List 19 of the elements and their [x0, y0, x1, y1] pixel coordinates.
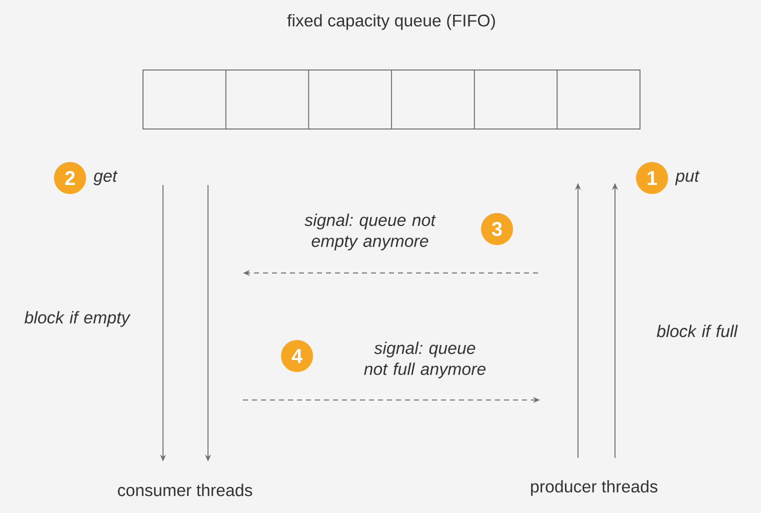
queue-slot: [308, 70, 392, 130]
queue-slot: [225, 70, 310, 130]
queue-slot: [556, 70, 640, 130]
queue-slot: [391, 70, 475, 130]
step-badge: 3: [481, 213, 513, 245]
step-label: put: [675, 170, 700, 186]
step-badge: 1: [636, 162, 668, 194]
note: block if empty: [24, 311, 131, 327]
thread-label: consumer threads: [118, 484, 252, 496]
thread-label: producer threads: [531, 480, 658, 496]
note: block if full: [656, 324, 738, 338]
queue-slot: [474, 70, 558, 130]
step-badge: 4: [281, 340, 313, 372]
signal-note: signal: queue not empty anymore: [304, 214, 436, 250]
title: fixed capacity queue (FIFO): [287, 14, 495, 30]
queue-slot: [142, 70, 226, 130]
signal-note: signal: queue not full anymore: [364, 342, 486, 378]
step-badge: 2: [54, 162, 86, 194]
step-label: get: [94, 170, 118, 186]
